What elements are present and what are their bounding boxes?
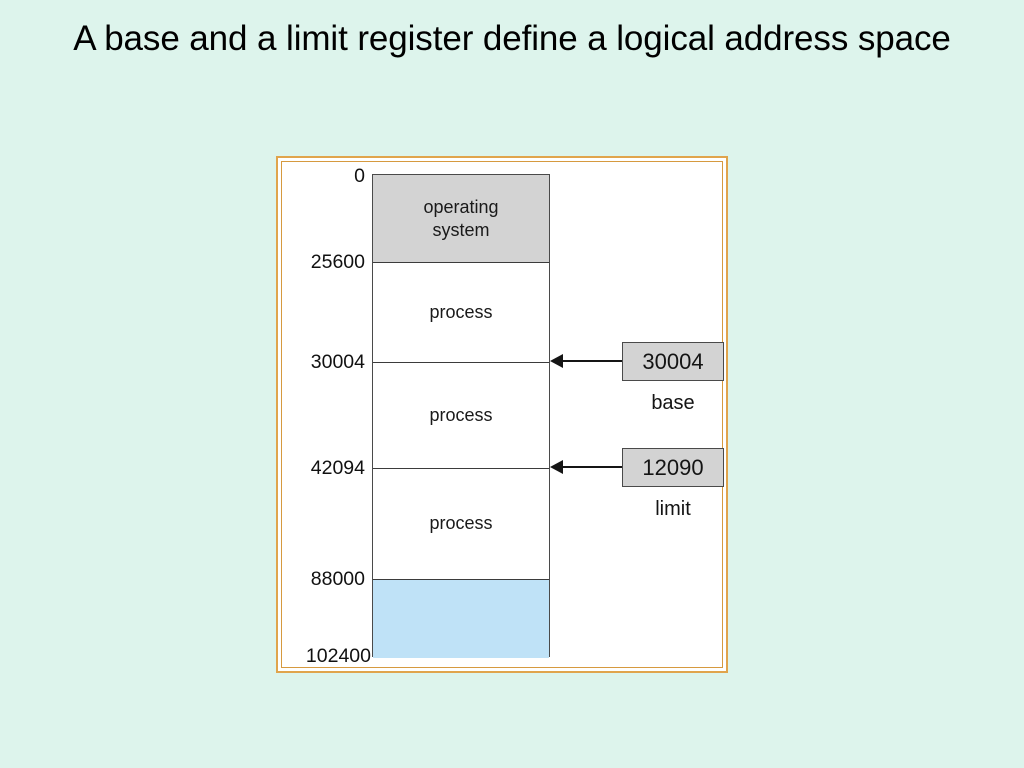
memory-block-operating-system: operating system [373, 175, 549, 262]
memory-block-label-process-2: process [429, 404, 493, 425]
memory-block-process-2: process [373, 362, 549, 468]
limit-register-box: 12090 [622, 448, 724, 487]
memory-divider-25600 [373, 262, 549, 263]
memory-block-free [373, 579, 549, 658]
memory-block-process-1: process [373, 262, 549, 362]
base-register-box: 30004 [622, 342, 724, 381]
page-title: A base and a limit register define a log… [73, 19, 951, 58]
memory-block-label-process-1: process [429, 301, 493, 322]
base-register-caption: base [651, 392, 695, 414]
memory-divider-42094 [373, 468, 549, 469]
memory-divider-88000 [373, 579, 549, 580]
base-register-arrow-line [554, 360, 622, 362]
address-label-88000: 88000 [310, 568, 365, 590]
address-label-102400: 102400 [305, 645, 371, 667]
memory-block-label-process-3: process [429, 513, 493, 534]
limit-register-value: 12090 [642, 454, 704, 480]
memory-divider-30004 [373, 362, 549, 363]
address-label-30004: 30004 [310, 351, 365, 373]
address-label-25600: 25600 [310, 251, 365, 273]
memory-block-label-operating-system: operating system [423, 197, 499, 240]
memory-column: operating system process process process [372, 174, 550, 658]
limit-register-arrow-head [550, 460, 563, 474]
limit-register-caption: limit [655, 498, 691, 520]
address-label-42094: 42094 [310, 457, 365, 479]
base-register-arrow-head [550, 354, 563, 368]
base-register-value: 30004 [642, 348, 704, 374]
address-label-axis: 0 25600 30004 42094 88000 102400 [270, 0, 371, 768]
address-label-0: 0 [354, 165, 365, 187]
memory-block-process-3: process [373, 468, 549, 579]
limit-register-arrow-line [554, 466, 622, 468]
